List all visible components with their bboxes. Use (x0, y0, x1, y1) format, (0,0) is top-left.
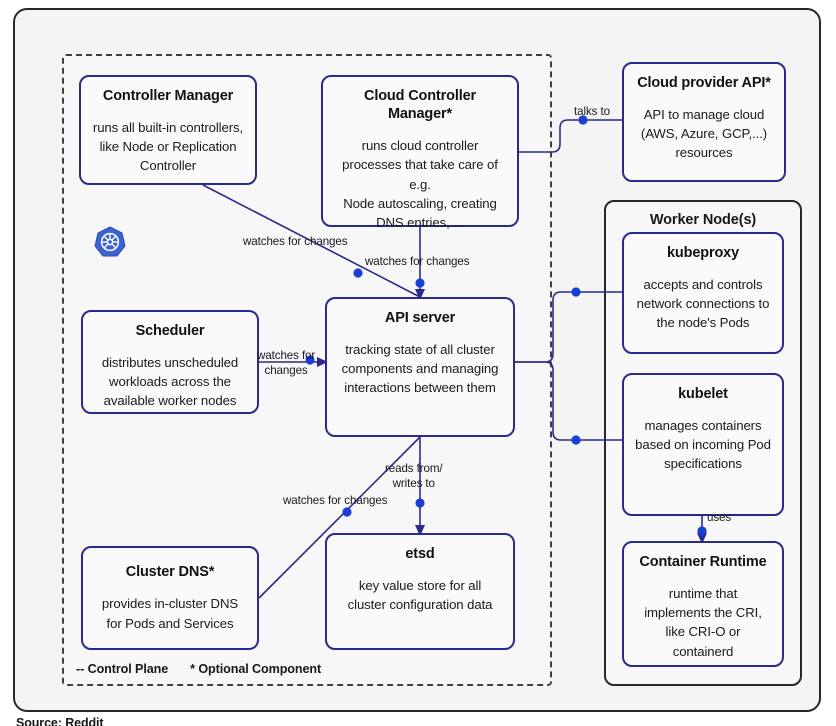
cloud-provider-api-title: Cloud provider API* (637, 75, 771, 91)
source-caption: Source: Reddit (16, 716, 104, 726)
box-kubeproxy[interactable]: kubeproxy accepts and controls network c… (622, 232, 784, 354)
api-server-desc: tracking state of all cluster components… (341, 342, 499, 396)
edge-label-scheduler-watches: watches for changes (257, 349, 316, 378)
controller-manager-title: Controller Manager (102, 88, 234, 104)
kubeproxy-title: kubeproxy (667, 245, 739, 261)
legend-control-plane: -- Control Plane (76, 662, 169, 676)
scheduler-title: Scheduler (135, 323, 205, 339)
worker-node-title: Worker Node(s) (649, 212, 757, 228)
cloud-controller-manager-desc: runs cloud controller processes that tak… (342, 138, 498, 230)
cloud-provider-api-desc: API to manage cloud (AWS, Azure, GCP,...… (640, 107, 768, 161)
legend: -- Control Plane * Optional Component (76, 662, 321, 676)
api-server-title: API server (384, 310, 456, 326)
edge-label-ccm-watches: watches for changes (365, 255, 470, 268)
legend-optional-component: * Optional Component (190, 662, 322, 676)
box-kubelet[interactable]: kubelet manages containers based on inco… (622, 373, 784, 516)
edge-label-controller-manager-watches: watches for changes (243, 235, 348, 248)
box-etcd[interactable]: etsd key value store for all cluster con… (325, 533, 515, 650)
box-cloud-provider-api[interactable]: Cloud provider API* API to manage cloud … (622, 62, 786, 182)
kubelet-desc: manages containers based on incoming Pod… (635, 418, 771, 472)
box-controller-manager[interactable]: Controller Manager runs all built-in con… (79, 75, 257, 185)
box-scheduler[interactable]: Scheduler distributes unscheduled worklo… (81, 310, 259, 414)
scheduler-desc: distributes unscheduled workloads across… (101, 355, 239, 409)
cluster-dns-desc: provides in-cluster DNS for Pods and Ser… (101, 596, 239, 631)
etcd-desc: key value store for all cluster configur… (347, 578, 493, 613)
controller-manager-desc: runs all built-in controllers, like Node… (92, 120, 244, 174)
box-cluster-dns[interactable]: Cluster DNS* provides in-cluster DNS for… (81, 546, 259, 650)
container-runtime-desc: runtime that implements the CRI, like CR… (644, 586, 762, 659)
edge-label-talks-to: talks to (574, 105, 610, 118)
cluster-dns-title: Cluster DNS* (125, 564, 215, 581)
box-container-runtime[interactable]: Container Runtime runtime that implement… (622, 541, 784, 667)
edge-label-kubelet-uses: uses (707, 511, 732, 524)
container-runtime-title: Container Runtime (639, 554, 767, 570)
kubernetes-logo-icon (93, 225, 127, 259)
edge-label-etcd-reads-writes: reads from/ writes to (385, 462, 443, 491)
box-api-server[interactable]: API server tracking state of all cluster… (325, 297, 515, 437)
kubelet-title: kubelet (678, 386, 728, 402)
cloud-controller-manager-title: Cloud Controller Manager* (364, 88, 476, 123)
kubeproxy-desc: accepts and controls network connections… (636, 277, 770, 331)
edge-label-cluster-dns-watches: watches for changes (283, 494, 388, 507)
box-cloud-controller-manager[interactable]: Cloud Controller Manager* runs cloud con… (321, 75, 519, 230)
etcd-title: etsd (405, 546, 435, 562)
